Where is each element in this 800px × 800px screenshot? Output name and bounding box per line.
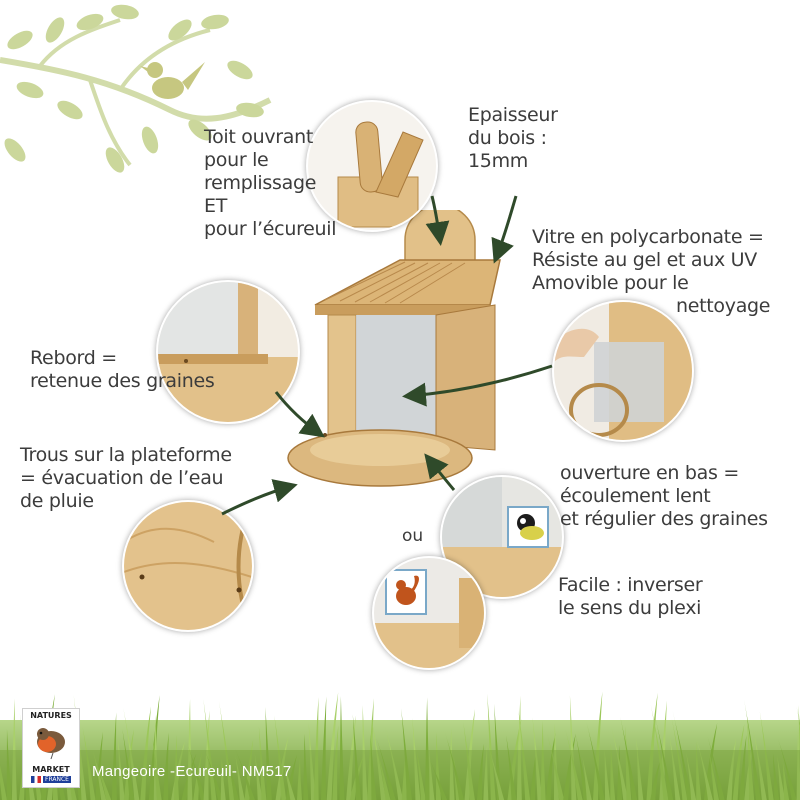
roof-label-line: pour l’écureuil xyxy=(204,218,337,240)
roof-detail-circle xyxy=(306,100,438,232)
rim-label-line: retenue des graines xyxy=(30,370,215,392)
holes-label-line: = évacuation de l’eau xyxy=(20,467,224,489)
flip-label-line: le sens du plexi xyxy=(558,597,702,619)
flip-detail-circle xyxy=(372,556,486,670)
logo-line-top: NATURES xyxy=(30,711,72,720)
opening-label-line: écoulement lent xyxy=(560,485,711,507)
branch-bird-decoration xyxy=(0,4,272,173)
holes-label-line: de pluie xyxy=(20,490,94,512)
glass-label: Vitre en polycarbonate = Résiste au gel … xyxy=(532,226,771,318)
glass-detail-circle xyxy=(552,300,694,442)
flip-label-line: Facile : inverser xyxy=(558,574,703,596)
opening-label: ouverture en bas = écoulement lent et ré… xyxy=(560,462,768,531)
france-flag-badge: FRANCE xyxy=(23,776,79,783)
opening-detail-circle xyxy=(440,475,564,599)
holes-detail-image xyxy=(124,502,252,630)
product-title: Mangeoire -Ecureuil- NM517 xyxy=(92,763,292,780)
robin-bird-icon xyxy=(37,728,65,760)
holes-label-line: Trous sur la plateforme xyxy=(20,444,232,466)
holes-detail-circle xyxy=(122,500,254,632)
roof-label-line: Toit ouvrant xyxy=(204,126,314,148)
glass-label-line: Résiste au gel et aux UV xyxy=(532,249,757,271)
brand-logo: NATURES MARKET FRANCE xyxy=(22,708,80,788)
roof-label: Toit ouvrant pour le remplissage ET pour… xyxy=(204,126,337,241)
rim-label-line: Rebord = xyxy=(30,347,117,369)
glass-label-line: Vitre en polycarbonate = xyxy=(532,226,764,248)
rim-label: Rebord = retenue des graines xyxy=(30,347,215,393)
roof-detail-image xyxy=(308,102,436,230)
feeder-main-image xyxy=(287,210,501,487)
holes-label: Trous sur la plateforme = évacuation de … xyxy=(20,444,232,513)
opening-label-line: et régulier des graines xyxy=(560,508,768,530)
or-label: ou xyxy=(402,526,424,546)
roof-label-line: remplissage xyxy=(204,172,317,194)
logo-line-middle: MARKET xyxy=(32,765,70,774)
thickness-label-line: Epaisseur xyxy=(468,104,558,126)
roof-label-line: pour le xyxy=(204,149,269,171)
glass-label-line: Amovible pour le xyxy=(532,272,689,294)
logo-line-bottom: FRANCE xyxy=(43,776,71,783)
opening-label-line: ouverture en bas = xyxy=(560,462,739,484)
flip-label: Facile : inverser le sens du plexi xyxy=(558,574,703,620)
thickness-label: Epaisseur du bois : 15mm xyxy=(468,104,558,173)
thickness-label-line: 15mm xyxy=(468,150,528,172)
flag-icon xyxy=(31,776,42,783)
roof-label-line: ET xyxy=(204,195,228,217)
glass-label-line: nettoyage xyxy=(676,295,771,317)
thickness-label-line: du bois : xyxy=(468,127,547,149)
glass-detail-image xyxy=(554,302,692,440)
